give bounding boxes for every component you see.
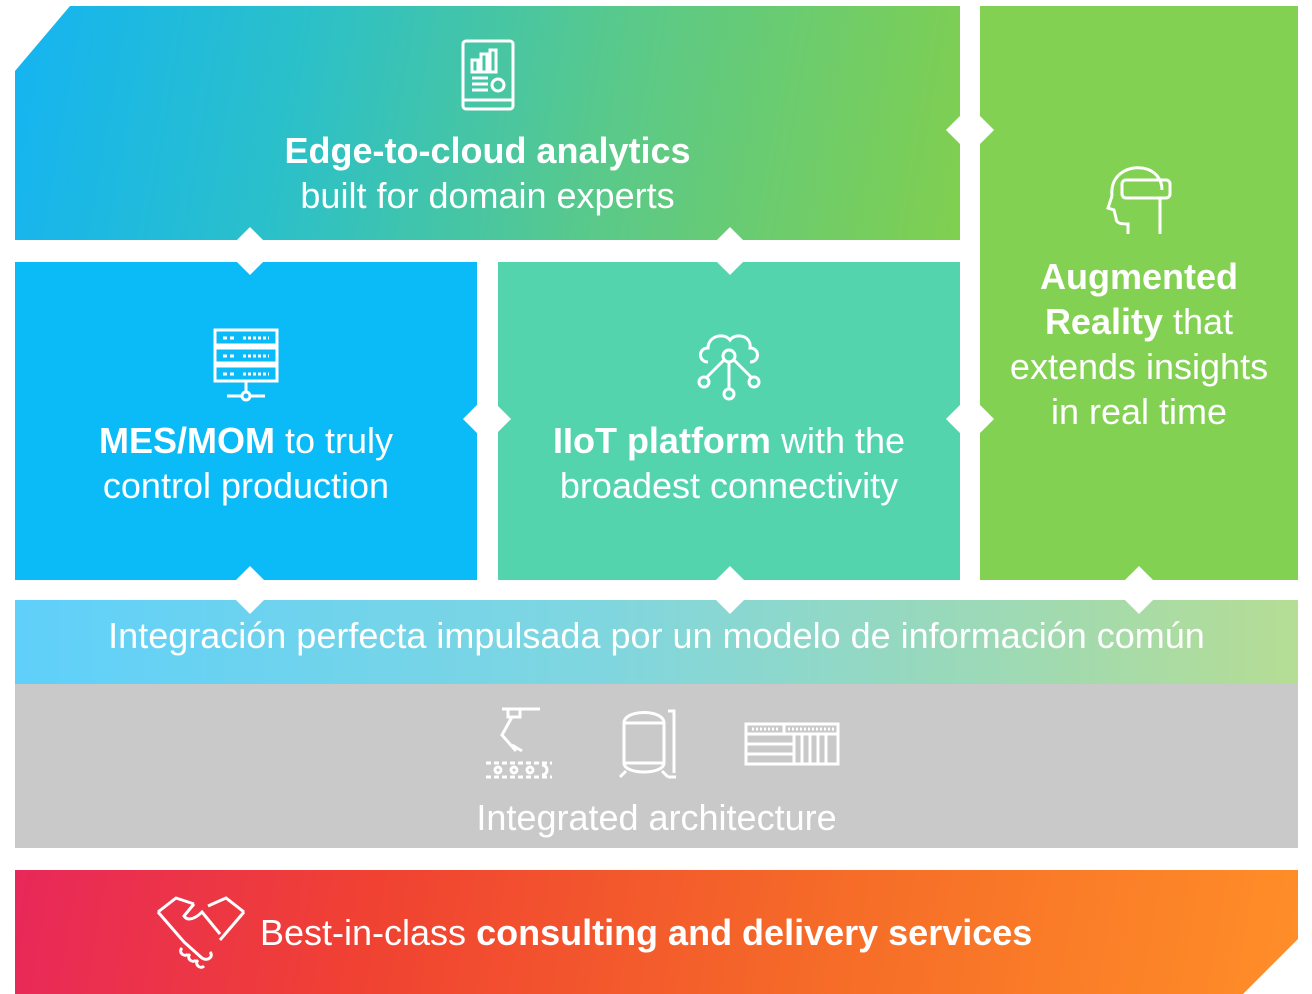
- services-bold: consulting and delivery services: [476, 912, 1033, 953]
- iiot-platform-line2: broadest connectivity: [559, 465, 899, 506]
- edge-analytics-title: Edge-to-cloud analytics: [284, 130, 691, 171]
- handshake-icon: [156, 896, 246, 969]
- services-band: [15, 870, 1298, 994]
- augmented-reality-text: Augmented Reality that extends insights …: [980, 254, 1298, 434]
- edge-analytics-subtitle: built for domain experts: [300, 175, 675, 216]
- mes-mom-text: MES/MOM to truly control production: [15, 418, 477, 508]
- cloud-network-icon: [697, 334, 761, 401]
- ar-rest: that: [1163, 301, 1234, 342]
- edge-analytics-panel: [15, 6, 960, 240]
- integration-text: Integración perfecta impulsada por un mo…: [108, 615, 1205, 656]
- iiot-platform-text: IIoT platform with the broadest connecti…: [498, 418, 960, 508]
- iiot-platform-panel: [498, 262, 960, 580]
- vr-headset-icon: [1106, 166, 1172, 234]
- services-text: Best-in-class consulting and delivery se…: [260, 910, 1032, 956]
- architecture-text: Integrated architecture: [476, 797, 837, 838]
- ar-line4: in real time: [1050, 391, 1228, 432]
- mes-mom-line2: control production: [102, 465, 390, 506]
- augmented-reality-panel: [980, 6, 1298, 580]
- mes-mom-rest: to truly: [274, 420, 394, 461]
- server-rack-icon: [213, 328, 279, 402]
- edge-analytics-text: Edge-to-cloud analytics built for domain…: [15, 128, 960, 218]
- services-prefix: Best-in-class: [260, 912, 477, 953]
- robot-arm-icon: [486, 707, 552, 779]
- iiot-platform-title: IIoT platform: [552, 420, 771, 461]
- ar-line3: extends insights: [1009, 346, 1269, 387]
- ar-title-line2: Reality: [1044, 301, 1163, 342]
- iiot-platform-rest: with the: [770, 420, 906, 461]
- tank-icon: [618, 709, 676, 779]
- controller-rack-icon: [744, 722, 840, 766]
- mes-mom-title: MES/MOM: [98, 420, 275, 461]
- tablet-analytics-icon: [461, 39, 515, 111]
- ar-title-line1: Augmented: [1040, 256, 1238, 297]
- integration-band: [15, 600, 1298, 684]
- mes-mom-panel: [15, 262, 477, 580]
- architecture-band: [15, 684, 1298, 848]
